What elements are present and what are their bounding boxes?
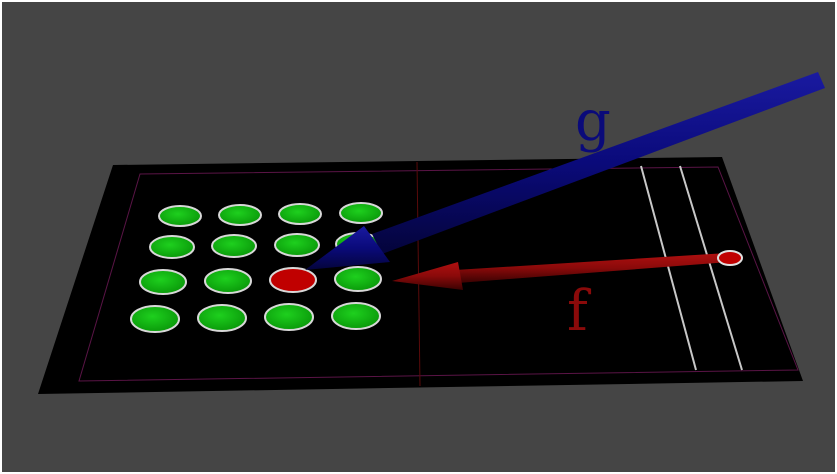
vector-f bbox=[392, 253, 729, 290]
grid-dot bbox=[331, 302, 381, 330]
grid-dot bbox=[334, 266, 382, 292]
target-dot-highlighted bbox=[269, 267, 317, 293]
grid-dot bbox=[197, 304, 247, 332]
grid-dot bbox=[204, 268, 252, 294]
vector-g-shaft bbox=[372, 72, 825, 254]
grid-dot bbox=[130, 305, 180, 333]
lane-line-right bbox=[679, 165, 743, 371]
vector-f-shaft bbox=[455, 253, 729, 283]
grid-dot bbox=[149, 235, 195, 259]
vector-g-label: g bbox=[575, 89, 611, 154]
grid-dot bbox=[339, 202, 383, 224]
grid-dot bbox=[264, 303, 314, 331]
source-puck bbox=[717, 250, 743, 266]
grid-dot bbox=[139, 269, 187, 295]
lane-line-left bbox=[640, 165, 697, 371]
grid-dot bbox=[158, 205, 202, 227]
vector-f-head bbox=[392, 262, 463, 290]
vector-g bbox=[305, 72, 825, 270]
grid-dot bbox=[274, 233, 320, 257]
grid-dot bbox=[211, 234, 257, 258]
grid-dot bbox=[218, 204, 262, 226]
vector-g-head bbox=[305, 226, 390, 270]
grid-dot bbox=[278, 203, 322, 225]
board-inner-border bbox=[78, 166, 799, 382]
